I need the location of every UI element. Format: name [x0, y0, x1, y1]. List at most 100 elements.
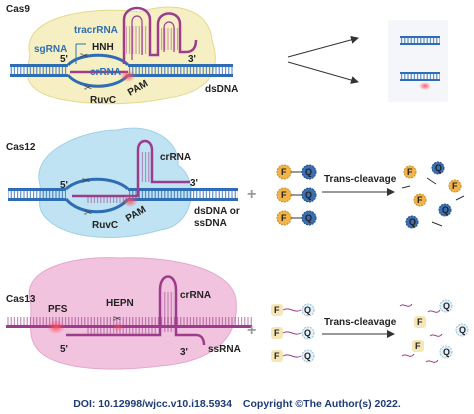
- cas13-pfs-glow: [47, 320, 65, 334]
- svg-text:F: F: [417, 195, 423, 205]
- cas12-plus-icon: +: [247, 186, 256, 203]
- cas9-title: Cas9: [6, 4, 30, 15]
- cas12-five-prime-label: 5': [60, 180, 68, 191]
- cas13-trans-cleavage-label: Trans-cleavage: [324, 317, 397, 328]
- cas12-dsdna-or-label: dsDNA or: [194, 206, 240, 217]
- cas13-ssrna-strand: [6, 325, 252, 328]
- cas9-scissors-icon: ✂: [80, 51, 88, 62]
- cas13-title: Cas13: [6, 294, 36, 305]
- svg-text:Q: Q: [443, 301, 450, 311]
- svg-text:F: F: [281, 167, 287, 177]
- cas13-plus-icon: +: [247, 322, 256, 339]
- cas9-crrna-label: crRNA: [90, 67, 121, 78]
- cas13-crrna-ticks: [162, 292, 174, 332]
- svg-text:F: F: [415, 341, 421, 351]
- svg-text:F: F: [274, 328, 280, 338]
- cas13-crrna-label: crRNA: [180, 290, 211, 301]
- cas13-five-prime-label: 5': [60, 344, 68, 355]
- svg-text:Q: Q: [304, 305, 311, 315]
- svg-text:Q: Q: [435, 163, 442, 173]
- cas9-dna-ticks-right: [128, 67, 233, 74]
- cas13-reporters-intact: F Q F Q F Q: [271, 303, 315, 363]
- cas9-tracrrna-stem-3: [163, 21, 175, 52]
- svg-text:F: F: [281, 190, 287, 200]
- cas9-panel: Cas9 ✂ ✂ tracrRNA sgRNA HNH crRNA 5' 3' …: [6, 4, 448, 106]
- cas12-ssdna-label: ssDNA: [194, 218, 227, 229]
- cas9-sgrna-label: sgRNA: [34, 44, 67, 55]
- cas9-arrow-down: [287, 61, 359, 84]
- cas9-dsdna-label: dsDNA: [205, 84, 238, 95]
- cas13-crrna: [66, 275, 206, 346]
- svg-text:Q: Q: [443, 347, 450, 357]
- svg-text:Q: Q: [304, 328, 311, 338]
- cas13-three-prime-label: 3': [180, 347, 188, 358]
- svg-text:Q: Q: [442, 205, 449, 215]
- cas9-stem-ticks-2: [160, 28, 178, 50]
- svg-text:Q: Q: [304, 351, 311, 361]
- footer-doi: DOI: 10.12998/wjcc.v10.i18.5934: [73, 398, 232, 410]
- cas9-dna-bottom-strand: [10, 74, 68, 77]
- cas13-pfs-label: PFS: [48, 304, 68, 315]
- svg-text:Q: Q: [409, 217, 416, 227]
- cas12-scissors-icon: ✂: [82, 176, 90, 187]
- cas9-scissors-icon-2: ✂: [84, 83, 92, 94]
- cas9-output-box: [388, 20, 448, 102]
- cas12-dna-ticks-right: [128, 191, 238, 198]
- svg-text:Q: Q: [459, 325, 466, 335]
- cas12-spacer-ticks: [86, 197, 126, 203]
- svg-text:Q: Q: [305, 167, 312, 177]
- cas9-arrow-up: [287, 35, 359, 58]
- svg-text:F: F: [407, 167, 413, 177]
- cas13-protein-blob: [28, 257, 237, 370]
- cas9-pam-glow: [120, 70, 136, 82]
- cas9-three-prime-label: 3': [188, 54, 196, 65]
- cas12-dna-top-left: [8, 188, 66, 191]
- cas12-hairpin-ticks: [140, 152, 150, 182]
- cas12-trans-cleavage-label: Trans-cleavage: [324, 174, 397, 185]
- cas13-ssrna-label: ssRNA: [208, 344, 241, 355]
- cas9-stem-ticks-1: [126, 26, 148, 54]
- cas9-ruvc-label: RuvC: [90, 95, 116, 106]
- cas12-reporters-cleaved: F Q F F Q Q: [401, 161, 465, 229]
- cas12-pam-glow: [122, 195, 138, 207]
- svg-text:F: F: [452, 181, 458, 191]
- svg-text:Q: Q: [305, 213, 312, 223]
- cas9-tracrrna-stem-1: [122, 6, 198, 64]
- cas13-spacer-ticks: [86, 328, 156, 335]
- cas12-dna-ticks-left: [8, 191, 66, 198]
- cas12-ruvc-label: RuvC: [92, 220, 118, 231]
- svg-text:F: F: [274, 305, 280, 315]
- cas13-scissors-icon: ✂: [113, 314, 121, 325]
- cas12-dna-bottom-right: [128, 198, 238, 201]
- svg-text:F: F: [281, 213, 287, 223]
- svg-text:F: F: [417, 317, 423, 327]
- cas12-scissors-icon-2: ✂: [84, 208, 92, 219]
- cas12-title: Cas12: [6, 142, 36, 153]
- cas9-five-prime-label: 5': [60, 54, 68, 65]
- footer-copyright: Copyright ©The Author(s) 2022.: [242, 398, 401, 410]
- cas13-hepn-label: HEPN: [106, 298, 134, 309]
- cas9-cleaved-dsdna: [400, 72, 440, 90]
- cas9-dna-top-strand: [10, 64, 68, 67]
- cas13-hepn-glow: [112, 322, 124, 332]
- cas12-dna-top-right: [128, 188, 238, 191]
- cas9-sgrna-bracket: [75, 43, 86, 64]
- cas12-dna-bottom-left: [8, 198, 66, 201]
- footer: DOI: 10.12998/wjcc.v10.i18.5934 Copyrigh…: [0, 398, 474, 410]
- cas9-intact-dsdna: [400, 36, 440, 45]
- cas13-reporters-cleaved: Q F Q F Q: [399, 299, 469, 363]
- cas12-panel: Cas12 ✂ ✂ crRNA 5' 3' PAM RuvC dsDNA or …: [6, 127, 465, 238]
- cas12-three-prime-label: 3': [190, 178, 198, 189]
- cas12-crrna-hairpin: [128, 139, 190, 198]
- cas9-dna-top-strand-right: [128, 64, 233, 67]
- cas9-tracrrna-label: tracrRNA: [74, 25, 118, 36]
- cas13-ssrna-ticks: [6, 317, 252, 325]
- cas9-dna-bottom-strand-right: [128, 74, 233, 77]
- cas12-rloop-top: [64, 177, 130, 191]
- cas9-tracrrna-stem-2: [131, 15, 143, 60]
- svg-text:F: F: [274, 351, 280, 361]
- svg-text:Q: Q: [305, 190, 312, 200]
- cas9-dna-ticks: [10, 67, 68, 74]
- cas12-crrna-label: crRNA: [160, 152, 191, 163]
